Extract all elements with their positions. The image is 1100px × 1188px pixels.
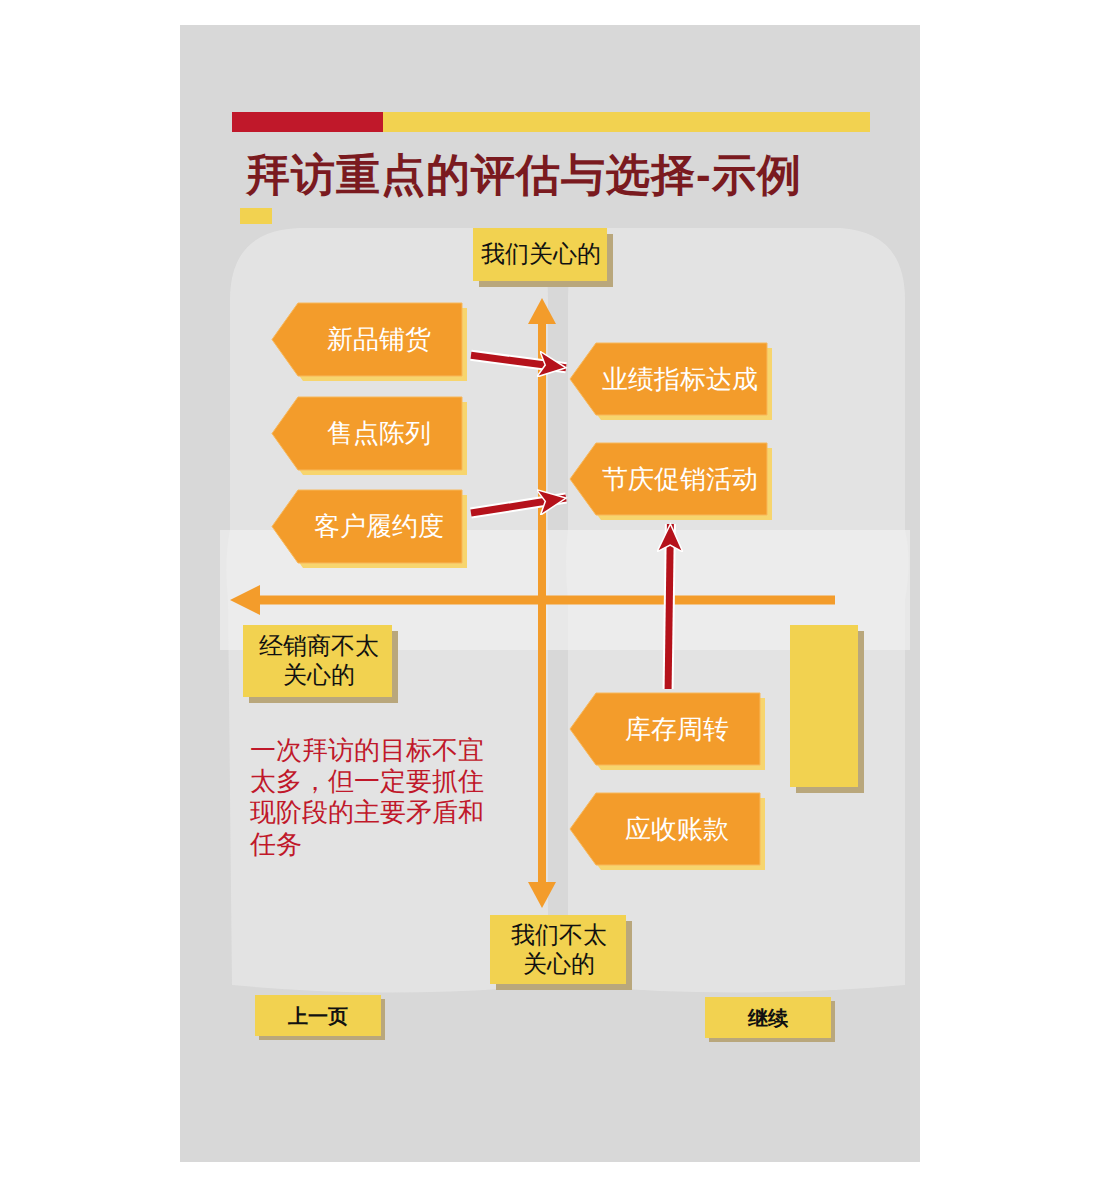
box-fill	[473, 228, 607, 281]
node-text: 我们关心的	[481, 240, 601, 269]
header-bar-yellow	[383, 112, 870, 132]
blank-tag	[790, 625, 858, 787]
node-text: 继续	[748, 1006, 788, 1030]
node-text: 客户履约度	[314, 511, 444, 542]
red-arrow	[471, 355, 566, 367]
task-tag: 新品铺货	[272, 303, 467, 381]
box-fill	[255, 995, 381, 1036]
node-text: 上一页	[288, 1004, 348, 1028]
axis-label-box: 我们不太 关心的	[490, 915, 632, 990]
arrow-outline	[471, 498, 566, 513]
task-tag: 节庆促销活动	[570, 443, 772, 520]
arrow-line	[471, 498, 566, 513]
node-text: 新品铺货	[327, 324, 431, 355]
nav-button: 上一页	[255, 995, 385, 1040]
box-fill	[705, 997, 831, 1038]
node-text: 售点陈列	[327, 418, 431, 449]
node-text: 业绩指标达成	[602, 364, 758, 395]
task-tag: 客户履约度	[272, 490, 467, 568]
node-text: 经销商不太 关心的	[251, 632, 386, 690]
task-tag: 售点陈列	[272, 397, 467, 475]
task-tag: 应收账款	[570, 793, 765, 870]
box-fill	[490, 915, 626, 984]
horizontal-axis	[256, 596, 835, 605]
arrow-line	[668, 524, 670, 689]
tag-fill	[570, 443, 767, 515]
nav-button: 继续	[705, 997, 835, 1042]
axis-arrowhead	[528, 882, 556, 908]
box-fill	[243, 625, 392, 697]
tag-fill	[272, 303, 462, 376]
axis-label-box: 经销商不太 关心的	[243, 625, 398, 703]
tag-fill	[570, 793, 760, 865]
red-arrow	[668, 524, 670, 689]
arrow-outline	[471, 355, 566, 367]
node-text: 我们不太 关心的	[498, 921, 620, 979]
node-text: 库存周转	[625, 714, 729, 745]
tag-fill	[272, 397, 462, 470]
task-tag: 库存周转	[570, 693, 765, 770]
node-text: 节庆促销活动	[602, 464, 758, 495]
accent-block	[240, 208, 272, 224]
note-text: 一次拜访的目标不宜 太多，但一定要抓住 现阶段的主要矛盾和 任务	[250, 735, 512, 860]
task-tag: 业绩指标达成	[570, 343, 772, 420]
tag-fill	[272, 490, 462, 563]
header-bar-red	[232, 112, 383, 132]
grey-panel	[180, 25, 920, 1162]
tag-fill	[570, 693, 760, 765]
axis-label-box: 我们关心的	[473, 228, 613, 287]
axis-arrowhead	[230, 585, 260, 615]
arrow-line	[471, 355, 566, 367]
axis-arrowhead	[528, 298, 556, 324]
tag-fill	[570, 343, 767, 415]
page-title: 拜访重点的评估与选择-示例	[246, 146, 802, 205]
node-text: 应收账款	[625, 814, 729, 845]
arrow-outline	[668, 524, 670, 689]
red-arrow	[471, 498, 566, 513]
